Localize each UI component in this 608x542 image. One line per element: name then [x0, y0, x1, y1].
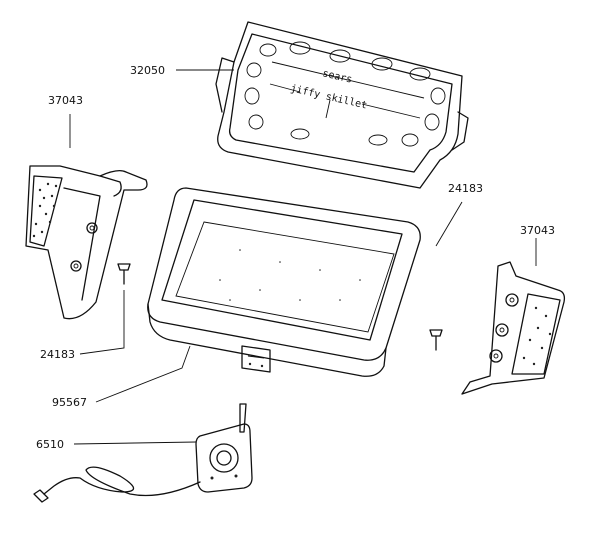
label-left-handle: 37043 — [48, 94, 83, 107]
control-part — [33, 403, 253, 503]
label-left-screw: 24183 — [40, 348, 75, 361]
pan-part — [147, 187, 421, 377]
lid-brand-text: sears — [321, 68, 353, 85]
left-screw-part — [117, 263, 131, 285]
right-handle-part — [461, 261, 566, 395]
label-pan: 95567 — [52, 396, 87, 409]
right-screw-part — [429, 329, 443, 351]
leader-lines — [69, 69, 537, 445]
lid-part: sears jiffy skillet — [215, 21, 469, 189]
label-right-screw: 24183 — [448, 182, 483, 195]
left-handle-part — [25, 165, 148, 320]
label-right-handle: 37043 — [520, 224, 555, 237]
label-control: 6510 — [36, 438, 64, 451]
label-lid: 32050 — [130, 64, 165, 77]
